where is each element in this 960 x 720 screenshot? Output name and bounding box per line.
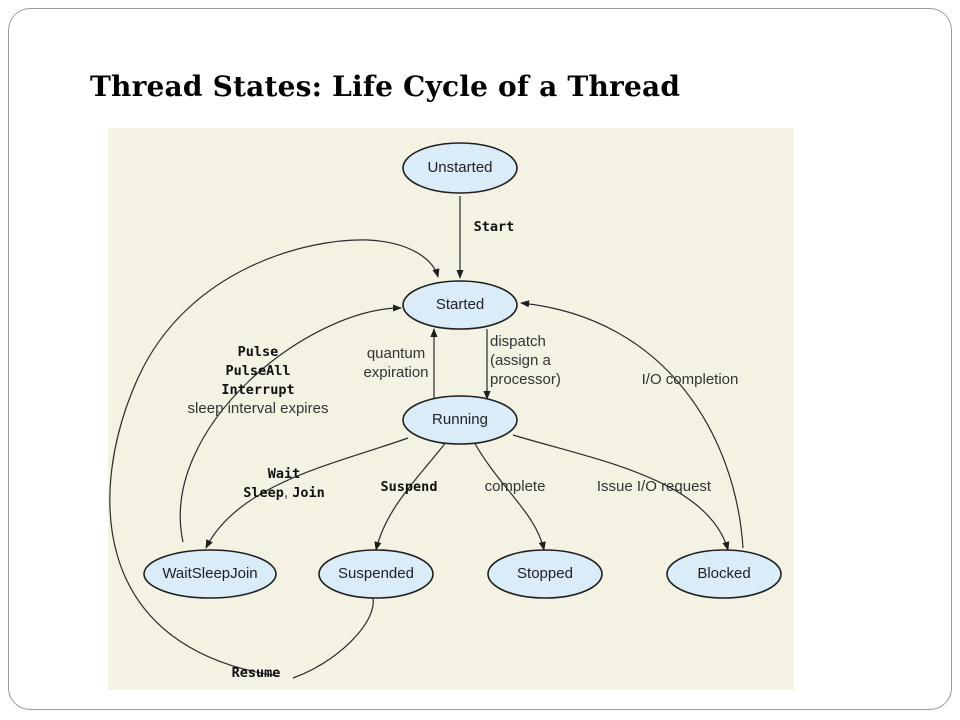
label-wait: Wait [268,466,301,482]
label-sleep-join-separator: , [284,484,292,501]
state-stopped: Stopped [487,549,603,599]
state-started: Started [402,280,518,330]
label-dispatch: dispatch [490,333,546,350]
label-pulseall: PulseAll [225,363,290,379]
state-waitsleepjoin: WaitSleepJoin [143,549,277,599]
thread-state-diagram: Unstarted Started Running WaitSleepJoin … [109,142,782,681]
label-complete: complete [485,478,546,495]
state-unstarted-label: Unstarted [427,159,492,176]
state-stopped-label: Stopped [517,565,573,582]
edge-waitsleepjoin-to-started [179,304,402,543]
label-pulse: Pulse [238,344,279,360]
label-suspend: Suspend [381,479,438,495]
state-running: Running [402,395,518,445]
edge-resume-to-started [109,239,440,677]
edge-suspended-to-resume [292,588,374,679]
state-blocked: Blocked [666,549,782,599]
label-sleep-interval-expires: sleep interval expires [188,400,329,417]
label-quantum: quantum [367,345,425,362]
label-expiration: expiration [363,364,428,381]
label-processor: processor) [490,371,561,388]
edge-complete [473,441,546,551]
label-sleep: Sleep [243,485,284,501]
state-suspended: Suspended [318,549,434,599]
label-io-completion: I/O completion [642,371,739,388]
label-assign-a: (assign a [490,352,552,369]
label-interrupt: Interrupt [221,382,294,398]
state-waitsleepjoin-label: WaitSleepJoin [162,565,257,582]
label-resume: Resume [232,665,281,681]
label-issue-io-request: Issue I/O request [597,478,712,495]
edge-issue-io [512,434,730,551]
edge-wait-sleep-join [205,437,409,549]
label-start: Start [474,219,515,235]
state-started-label: Started [436,296,484,313]
label-join: Join [292,485,325,501]
label-sleep-join: Sleep, Join [243,484,325,501]
state-blocked-label: Blocked [697,565,750,582]
diagram-panel: Unstarted Started Running WaitSleepJoin … [108,128,794,690]
edge-io-completion [520,300,744,549]
state-suspended-label: Suspended [338,565,414,582]
edge-suspend [374,440,448,551]
state-running-label: Running [432,411,488,428]
state-unstarted: Unstarted [402,142,518,194]
slide-title: Thread States: Life Cycle of a Thread [90,70,681,103]
